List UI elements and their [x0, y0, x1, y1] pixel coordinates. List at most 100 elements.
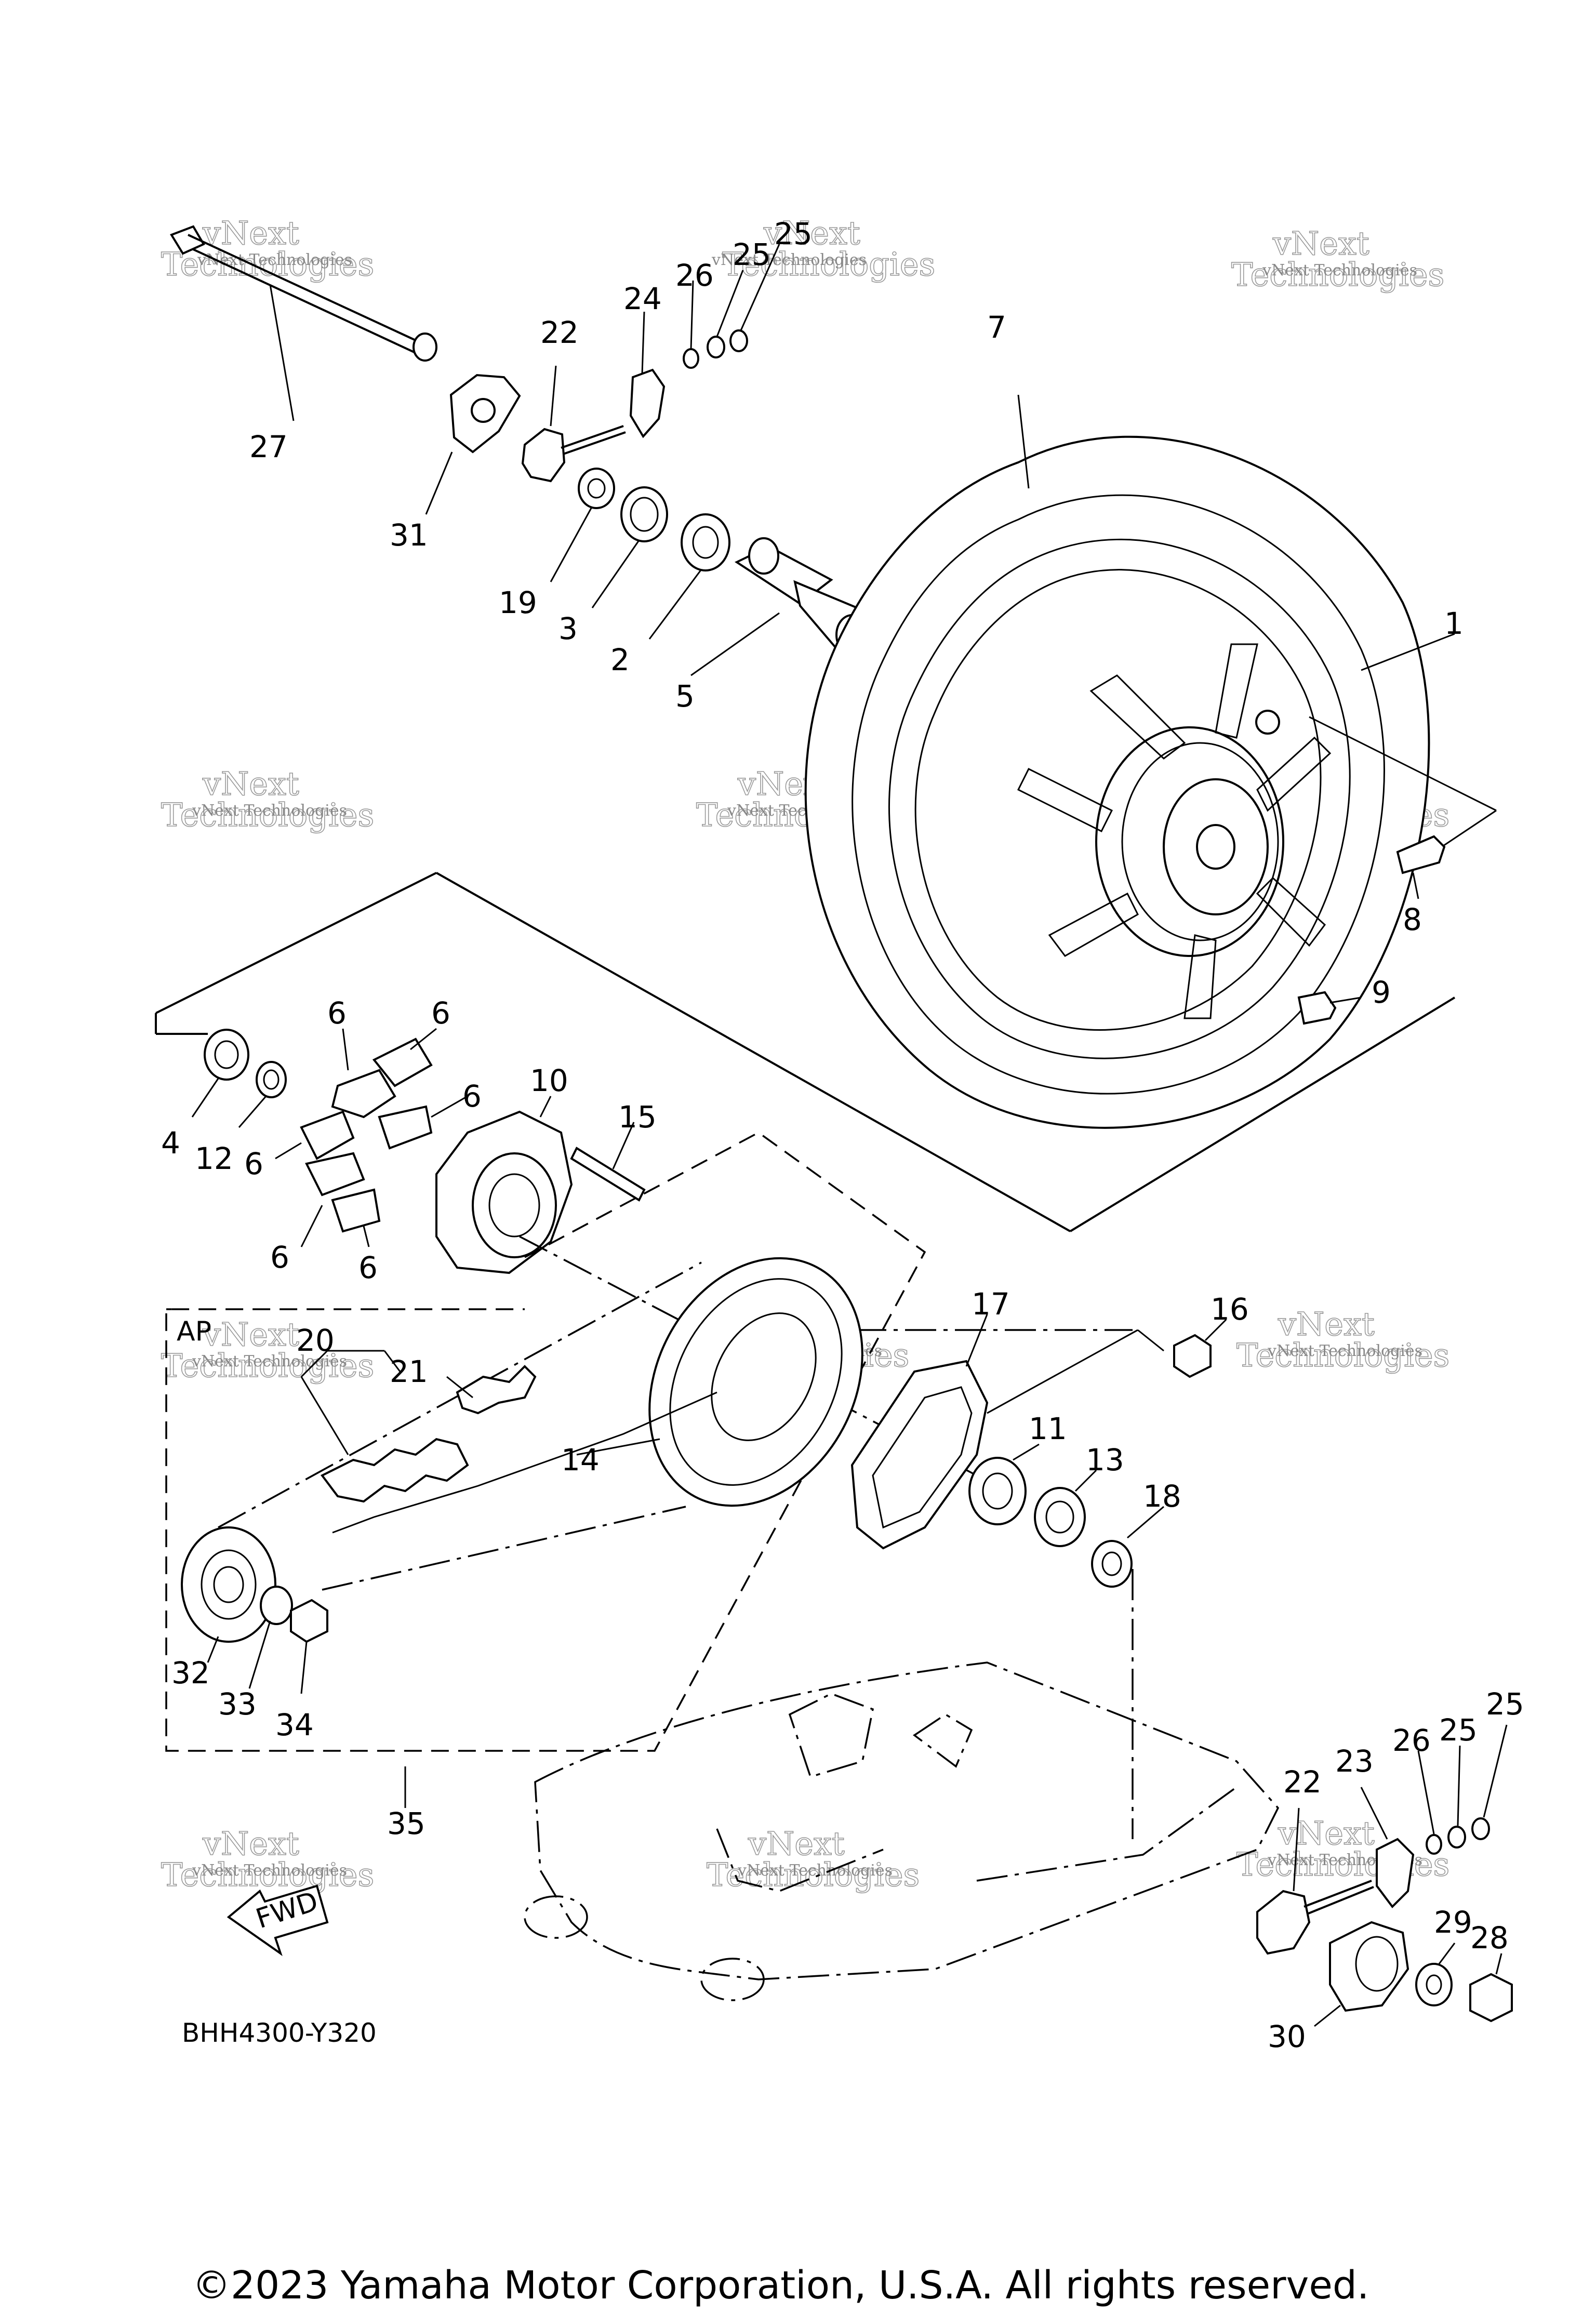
watermark-text: Technologies [161, 1856, 374, 1894]
callout-7: 7 [987, 310, 1006, 345]
callout-21: 21 [390, 1354, 428, 1389]
hub-box-outline [155, 872, 1456, 1232]
clutch-hub-group [435, 1096, 646, 1274]
copyright-notice: ©2023 Yamaha Motor Corporation, U.S.A. A… [192, 2263, 1369, 2308]
watermark-text: vNext [1272, 224, 1369, 262]
bearings-group [550, 468, 869, 676]
ap-box-outline [165, 1131, 926, 1752]
sprocket-14 [576, 1257, 863, 1507]
damper-group [191, 1028, 468, 1247]
axle-end [413, 333, 437, 362]
callout-35: 35 [387, 1806, 425, 1841]
callout-8: 8 [1403, 902, 1422, 937]
watermark-text: Technologies [707, 1856, 920, 1894]
callout-34: 34 [275, 1707, 314, 1743]
bearing-2 [681, 513, 730, 571]
callout-15: 15 [618, 1099, 657, 1135]
callout-28: 28 [1470, 1920, 1509, 1956]
collar-19 [578, 468, 615, 509]
callout-9: 9 [1372, 975, 1391, 1010]
callout-2: 2 [610, 642, 630, 677]
axle-head [170, 225, 205, 255]
watermark-text: Technologies [1236, 1845, 1449, 1883]
callout-26: 26 [675, 258, 714, 293]
watermark-text: Technologies [161, 796, 374, 834]
oil-seal-13 [1034, 1487, 1086, 1547]
callout-19: 19 [499, 585, 537, 620]
callout-11: 11 [1029, 1411, 1067, 1446]
assembly-label: AP [177, 1316, 211, 1347]
callout-6: 6 [327, 995, 347, 1031]
watermark-text: Technologies [1236, 1336, 1449, 1374]
watermark-text: vNext Technologies [1262, 261, 1417, 280]
callout-31: 31 [390, 517, 428, 553]
callout-25: 25 [733, 237, 771, 272]
callout-18: 18 [1143, 1479, 1181, 1514]
watermark-text: Technologies [722, 245, 935, 283]
fwd-arrow: FWD [227, 1884, 329, 1957]
callout-14: 14 [561, 1442, 600, 1478]
callout-3: 3 [558, 611, 578, 646]
watermark-text: vNext Technologies [737, 1861, 893, 1880]
watermark-text: vNext Technologies [192, 1861, 347, 1880]
nut-16 [1173, 1334, 1212, 1378]
damper-6 [372, 1038, 433, 1087]
nut-25 [707, 336, 725, 358]
watermark-text: vNext [202, 765, 299, 803]
watermark-text: vNext Technologies [1267, 1342, 1422, 1360]
watermark-text: Technologies [161, 1347, 374, 1385]
chain-puller-23 [1376, 1838, 1415, 1909]
adjuster-22 [1256, 1890, 1311, 1955]
watermark-text: vNext Technologies [197, 251, 352, 269]
adjuster-22 [521, 428, 566, 483]
callout-12: 12 [195, 1141, 233, 1176]
callout-24: 24 [623, 281, 662, 316]
washer-29 [1415, 1963, 1453, 2006]
chain-puller-24 [629, 368, 666, 438]
washer-26 [1426, 1834, 1442, 1855]
watermark-text: Technologies [1231, 256, 1444, 294]
nut-28 [1469, 1973, 1513, 2023]
bearing-4 [204, 1029, 249, 1081]
oil-seal-3 [620, 486, 668, 542]
callout-6: 6 [270, 1240, 289, 1275]
callout-27: 27 [249, 429, 288, 464]
callout-25: 25 [1486, 1686, 1524, 1722]
rear-wheel [804, 394, 1497, 1129]
nut-34 [290, 1599, 328, 1643]
callout-13: 13 [1086, 1442, 1124, 1478]
callout-10: 10 [530, 1063, 568, 1098]
right-adjuster-group [1256, 1724, 1513, 2027]
valve-8 [1396, 835, 1446, 874]
callout-6: 6 [244, 1146, 263, 1181]
callout-32: 32 [171, 1655, 210, 1691]
callout-4: 4 [161, 1125, 180, 1161]
washer-33 [260, 1586, 293, 1625]
callout-6: 6 [431, 995, 450, 1031]
watermark-text: vNext [202, 214, 299, 252]
callout-26: 26 [1392, 1723, 1431, 1758]
rear-axle [170, 225, 437, 421]
watermark-text: vNext [1278, 1305, 1375, 1343]
watermark-text: vNext Technologies [711, 251, 867, 269]
callout-20: 20 [296, 1323, 335, 1358]
balance-weight-9 [1297, 991, 1337, 1025]
collar-18 [1091, 1540, 1133, 1588]
diagram-code: BHH4300-Y320 [182, 2018, 377, 2048]
callout-17: 17 [972, 1286, 1010, 1322]
damper-6 [300, 1110, 355, 1160]
drive-chain [300, 1350, 717, 1534]
swingarm [524, 1661, 1280, 2001]
callout-5: 5 [675, 679, 695, 714]
axle-plate-30 [1329, 1921, 1409, 2012]
callout-22: 22 [540, 315, 579, 350]
callout-25: 25 [774, 216, 813, 251]
callout-33: 33 [218, 1686, 257, 1722]
nut-25 [1471, 1817, 1490, 1840]
callout-22: 22 [1283, 1764, 1322, 1800]
bearing-11 [968, 1457, 1027, 1525]
callout-29: 29 [1434, 1905, 1472, 1940]
drive-sprocket-group [181, 1526, 328, 1694]
watermark-text: vNext [202, 1315, 299, 1353]
